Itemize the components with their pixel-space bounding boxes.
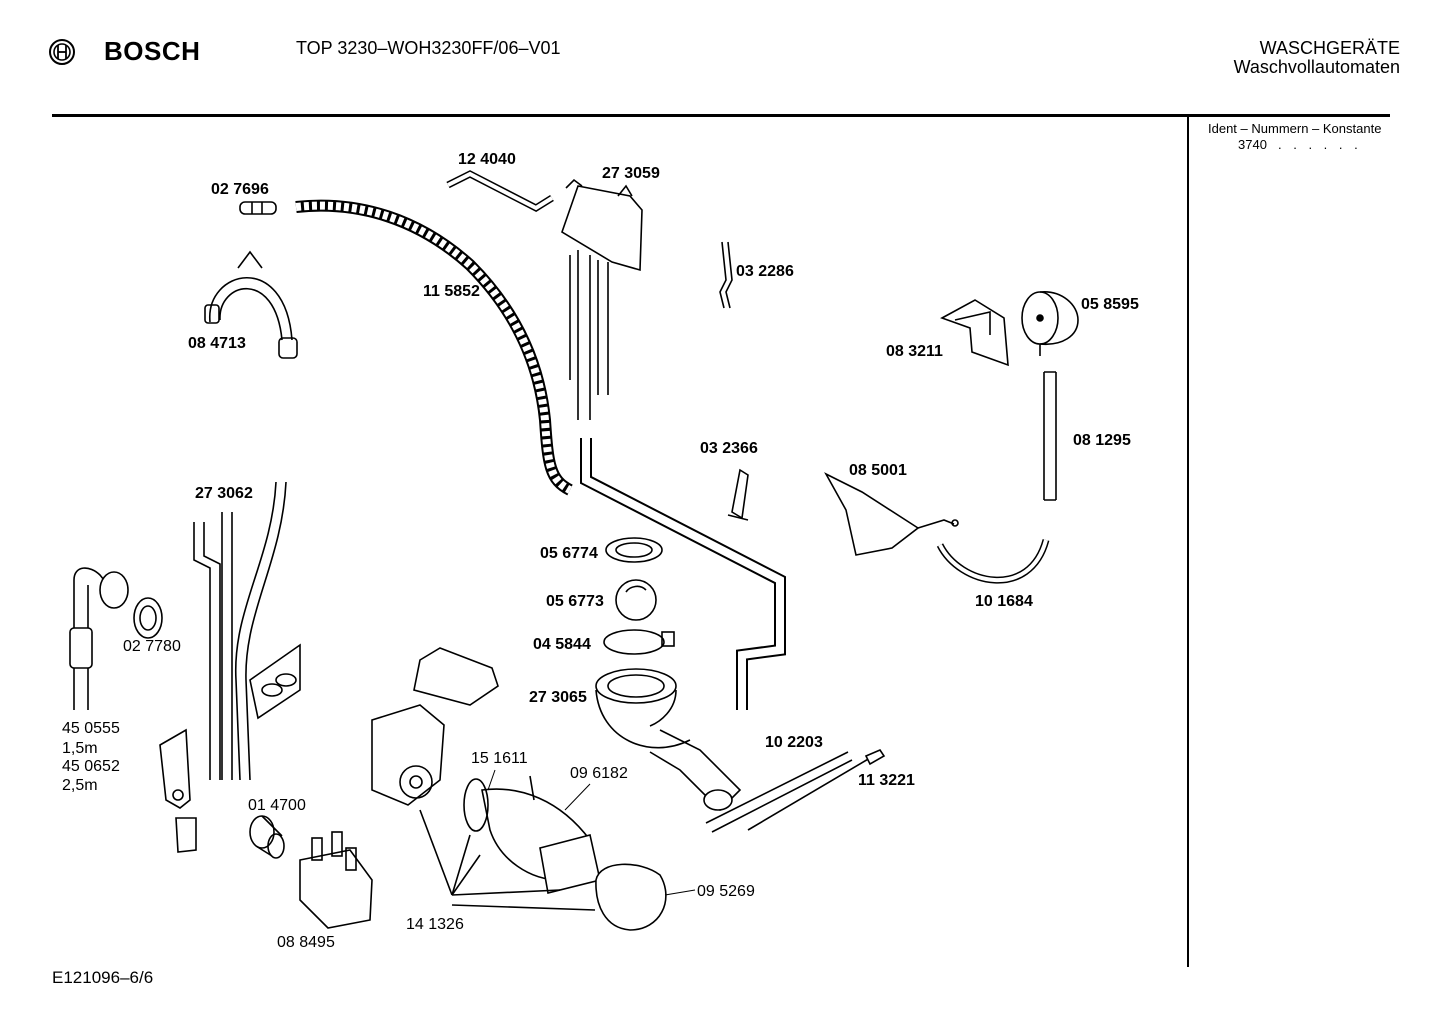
header-divider bbox=[52, 114, 1390, 117]
part-141326-drawing bbox=[371, 647, 667, 931]
drain-pipe-drawing bbox=[580, 438, 786, 710]
label-115852: 11 5852 bbox=[423, 283, 480, 300]
part-102203-drawing bbox=[705, 751, 853, 833]
label-450652: 45 0652 bbox=[62, 758, 120, 775]
part-058595-drawing bbox=[1021, 291, 1079, 356]
ident-label: Ident – Nummern – Konstante bbox=[1208, 121, 1382, 136]
part-014700-drawing bbox=[249, 815, 285, 859]
part-450555-drawing bbox=[69, 567, 129, 710]
label-027780: 02 7780 bbox=[123, 638, 181, 655]
part-081295-drawing bbox=[1043, 371, 1057, 501]
label-014700: 01 4700 bbox=[248, 797, 306, 814]
label-273059: 27 3059 bbox=[602, 165, 660, 182]
part-056774-drawing bbox=[605, 537, 663, 563]
leader-151611 bbox=[487, 769, 496, 791]
label-083211: 08 3211 bbox=[886, 343, 943, 360]
label-088495: 08 8495 bbox=[277, 934, 335, 951]
label-124040: 12 4040 bbox=[458, 151, 516, 168]
leader-095269 bbox=[664, 889, 696, 896]
bosch-logo-icon bbox=[49, 39, 75, 65]
label-084713: 08 4713 bbox=[188, 335, 246, 352]
part-273059-drawing bbox=[561, 178, 643, 420]
label-length-15: 1,5m bbox=[62, 740, 98, 757]
label-450555: 45 0555 bbox=[62, 720, 120, 737]
model-number: TOP 3230–WOH3230FF/06–V01 bbox=[296, 38, 561, 58]
part-113221-drawing bbox=[747, 749, 886, 831]
label-095269: 09 5269 bbox=[697, 883, 755, 900]
label-141326: 14 1326 bbox=[406, 916, 464, 933]
part-027780-drawing bbox=[133, 597, 163, 639]
leader-096182 bbox=[564, 783, 591, 811]
label-045844: 04 5844 bbox=[533, 636, 591, 653]
part-273062-drawing bbox=[193, 481, 287, 781]
part-115852-drawing bbox=[295, 199, 573, 496]
label-151611: 15 1611 bbox=[471, 750, 528, 767]
part-083211-drawing bbox=[940, 299, 1009, 367]
part-101684-drawing bbox=[936, 538, 1050, 584]
part-273065-drawing bbox=[595, 668, 742, 812]
part-085001-drawing bbox=[824, 472, 959, 556]
label-081295: 08 1295 bbox=[1073, 432, 1131, 449]
label-056774: 05 6774 bbox=[540, 545, 598, 562]
label-102203: 10 2203 bbox=[765, 734, 823, 751]
label-273065: 27 3065 bbox=[529, 689, 587, 706]
document-code: E121096–6/6 bbox=[52, 968, 154, 987]
label-032366: 03 2366 bbox=[700, 440, 758, 457]
ident-dots: . . . . . . bbox=[1278, 137, 1362, 152]
brand-name: BOSCH bbox=[104, 36, 201, 66]
bracket-plates-drawing bbox=[159, 643, 301, 853]
part-032286-drawing bbox=[719, 241, 733, 309]
part-124040-drawing bbox=[446, 170, 554, 213]
part-088495-drawing bbox=[299, 831, 373, 929]
part-027696-drawing bbox=[239, 201, 277, 215]
part-084713-drawing bbox=[204, 250, 298, 359]
label-length-25: 2,5m bbox=[62, 777, 98, 794]
sidebar-divider bbox=[1187, 117, 1189, 967]
category-title: WASCHGERÄTE bbox=[1259, 38, 1400, 58]
part-032366-drawing bbox=[727, 468, 749, 521]
label-085001: 08 5001 bbox=[849, 462, 907, 479]
label-058595: 05 8595 bbox=[1081, 296, 1139, 313]
category-subtitle: Waschvollautomaten bbox=[1233, 57, 1400, 77]
label-056773: 05 6773 bbox=[546, 593, 604, 610]
label-027696: 02 7696 bbox=[211, 181, 269, 198]
label-273062: 27 3062 bbox=[195, 485, 253, 502]
label-032286: 03 2286 bbox=[736, 263, 794, 280]
label-101684: 10 1684 bbox=[975, 593, 1033, 610]
part-056773-drawing bbox=[615, 579, 657, 621]
label-113221: 11 3221 bbox=[858, 772, 915, 789]
ident-value: 3740 bbox=[1238, 137, 1267, 152]
part-045844-drawing bbox=[603, 629, 675, 655]
label-096182: 09 6182 bbox=[570, 765, 628, 782]
